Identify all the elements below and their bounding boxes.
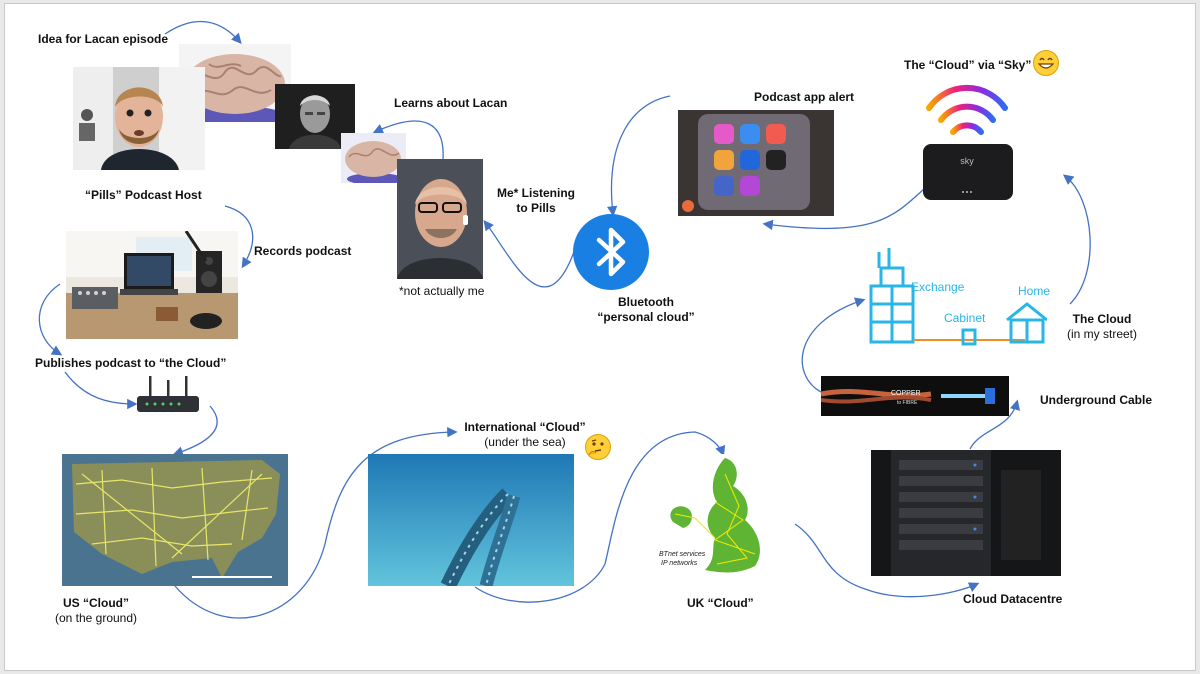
- caption-idea: Idea for Lacan episode: [38, 32, 169, 46]
- caption-learns: Learns about Lacan: [394, 96, 508, 110]
- caption-records: Records podcast: [254, 244, 352, 258]
- caption-bluetooth: Bluetooth “personal cloud”: [597, 295, 695, 324]
- ip-networks-text: IP networks: [661, 560, 698, 567]
- recording-studio-photo: [66, 231, 238, 339]
- arrow-bluetooth-to-me: [483, 219, 576, 288]
- caption-us: US “Cloud” (on the ground): [54, 596, 138, 625]
- arrow-home-to-sky: [1062, 174, 1091, 305]
- arrow-alert-to-bluetooth: [606, 95, 671, 217]
- caption-intl: International “Cloud” (under the sea): [464, 420, 586, 449]
- caption-not-me: *not actually me: [399, 284, 485, 298]
- caption-host: “Pills” Podcast Host: [85, 188, 202, 202]
- sky-hub-image: sky: [917, 80, 1017, 204]
- label-exchange: Exchange: [911, 280, 965, 294]
- caption-sky: The “Cloud” via “Sky”: [904, 58, 1032, 72]
- arrow-records-to-publishes: [38, 283, 63, 356]
- caption-cable: Underground Cable: [1040, 393, 1153, 407]
- sky-logo: sky: [960, 156, 974, 166]
- small-brain-image: [341, 133, 406, 183]
- fibre-text: to FIBRE: [897, 400, 918, 406]
- grinning-emoji-icon: [1033, 50, 1059, 76]
- btnet-text: BTnet services: [659, 551, 706, 558]
- datacentre-photo: [871, 450, 1061, 576]
- diagram-canvas: Idea for Lacan episode: [4, 3, 1196, 671]
- label-cabinet: Cabinet: [944, 311, 986, 325]
- copper-fibre-image: COPPER to FIBRE: [821, 376, 1009, 416]
- listener-photo: [397, 159, 483, 279]
- caption-datacentre: Cloud Datacentre: [963, 592, 1063, 606]
- uk-network-map: BTnet services IP networks: [655, 454, 789, 584]
- caption-street: The Cloud (in my street): [1066, 312, 1137, 341]
- undersea-cable-photo: [368, 454, 574, 586]
- street-network-diagram: [857, 248, 1047, 348]
- caption-listening: Me* Listening to Pills: [496, 186, 575, 215]
- caption-publishes: Publishes podcast to “the Cloud”: [35, 356, 227, 370]
- us-network-map: [62, 454, 288, 586]
- podcast-host-photo: [73, 67, 205, 170]
- phone-podcast-app-photo: [678, 110, 834, 216]
- caption-alert: Podcast app alert: [754, 90, 855, 104]
- copper-text: COPPER: [891, 390, 921, 397]
- arrow-idea-to-brain: [164, 20, 242, 44]
- bluetooth-icon: [573, 214, 649, 290]
- router-image: [135, 376, 201, 416]
- thinking-emoji-icon: [585, 434, 611, 460]
- label-home: Home: [1018, 284, 1051, 298]
- caption-uk: UK “Cloud”: [687, 596, 754, 610]
- arrow-publishes-to-router: [64, 371, 138, 410]
